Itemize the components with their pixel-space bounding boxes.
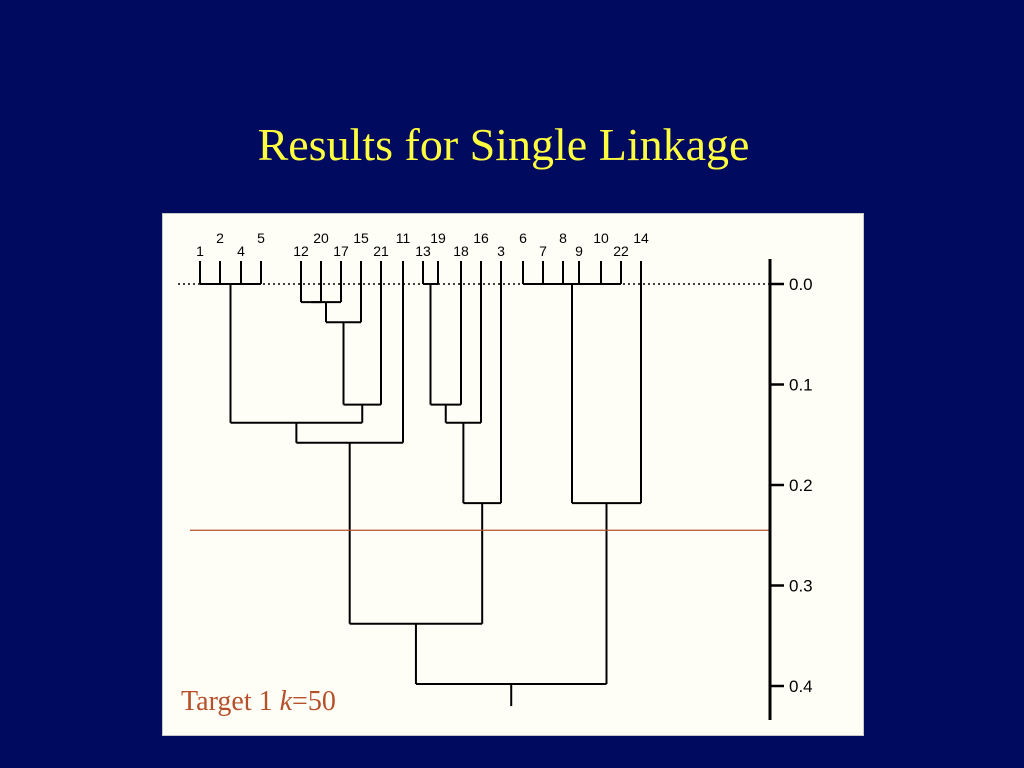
leaf-label: 5 bbox=[257, 230, 265, 246]
height-axis-label: 0.3 bbox=[789, 577, 813, 596]
caption-suffix: =50 bbox=[292, 686, 336, 717]
slide-title: Results for Single Linkage bbox=[257, 119, 750, 170]
dendrogram-chart: 124512201715211113191816367891022140.00.… bbox=[178, 230, 813, 720]
caption-prefix: Target 1 bbox=[181, 686, 280, 717]
leaf-label: 9 bbox=[575, 243, 583, 259]
leaf-label: 6 bbox=[519, 230, 527, 246]
leaf-label: 16 bbox=[473, 230, 489, 246]
height-axis-label: 0.2 bbox=[789, 476, 813, 495]
height-axis-label: 0.4 bbox=[789, 677, 813, 696]
leaf-label: 2 bbox=[216, 230, 224, 246]
leaf-label: 3 bbox=[497, 243, 505, 259]
leaf-label: 21 bbox=[373, 243, 389, 259]
leaf-label: 14 bbox=[633, 230, 649, 246]
leaf-label: 4 bbox=[237, 243, 245, 259]
leaf-label: 20 bbox=[313, 230, 329, 246]
caption: Target 1 k=50 bbox=[181, 686, 336, 718]
leaf-label: 7 bbox=[539, 243, 547, 259]
caption-variable: k bbox=[279, 686, 293, 717]
leaf-label: 15 bbox=[353, 230, 369, 246]
leaf-label: 10 bbox=[593, 230, 609, 246]
leaf-label: 19 bbox=[430, 230, 446, 246]
leaf-label: 17 bbox=[333, 243, 349, 259]
leaf-label: 1 bbox=[196, 243, 204, 259]
leaf-label: 18 bbox=[453, 243, 469, 259]
leaf-label: 8 bbox=[559, 230, 567, 246]
height-axis-label: 0.0 bbox=[789, 275, 813, 294]
height-axis-label: 0.1 bbox=[789, 376, 813, 395]
leaf-label: 22 bbox=[613, 243, 629, 259]
leaf-label: 13 bbox=[415, 243, 431, 259]
leaf-label: 11 bbox=[396, 230, 411, 246]
leaf-label: 12 bbox=[293, 243, 309, 259]
